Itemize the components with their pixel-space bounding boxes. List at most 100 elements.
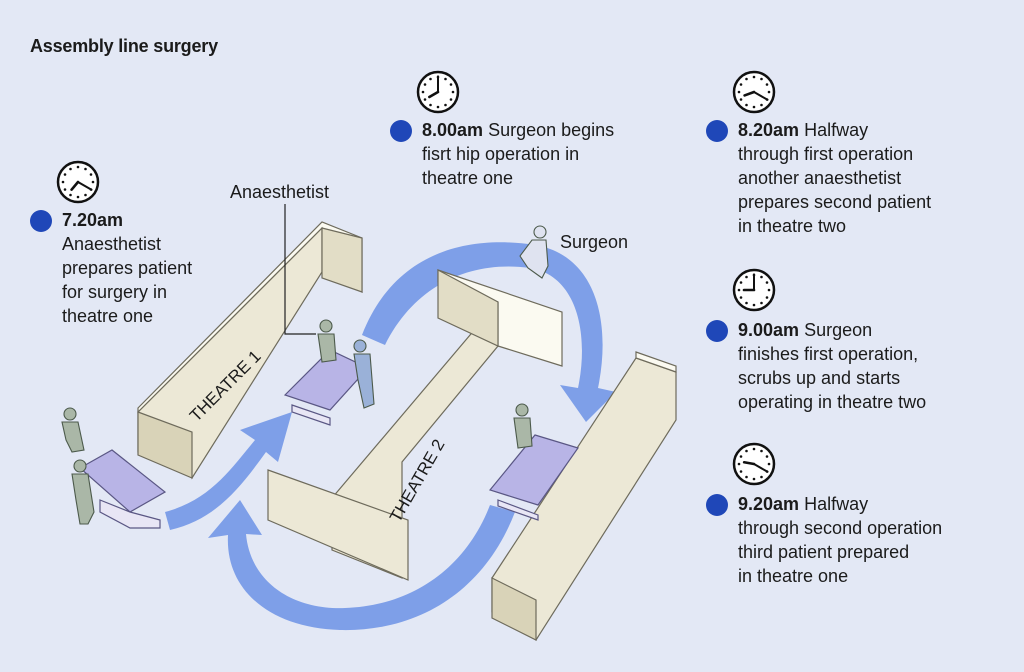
porter-1-body [61,421,85,453]
clock-tick [84,167,87,171]
event-time: 7.20am [62,210,124,230]
event-0800: 8.00am Surgeon begins fisrt hip operatio… [390,118,680,190]
clock-tick [760,275,763,279]
bed-theatre-2 [488,434,579,506]
trolley-left-base [99,499,161,529]
clock-tick [765,296,769,299]
clock-tick [89,173,93,176]
wall-theatre-1-side [137,411,193,479]
porter-2-body [71,473,95,525]
clock-tick [63,173,67,176]
clock-hour-hand [742,460,756,466]
beds [78,349,579,529]
clock-tick [745,275,748,279]
porter-2-head [73,459,87,473]
clock-tick [739,455,743,458]
clock-tick [745,77,748,81]
clock-tick [76,165,80,169]
walls [137,221,677,641]
event-line: another anaesthetist [738,168,902,188]
clock-tick [760,449,763,453]
event-0900: 9.00am Surgeon finishes first operation,… [706,318,1006,414]
clock-tick [760,103,763,107]
anaesthetist-1-body [317,333,337,363]
clock-tick [752,477,756,481]
event-marker-dot [390,120,412,142]
clock-tick [752,75,756,79]
arrow-return-loop [208,500,515,631]
event-line: theatre one [422,168,514,188]
clock-tick [765,281,769,284]
clock-tick [752,447,756,451]
clock-tick [444,103,447,107]
event-time: 9.20am [738,494,800,514]
clock-tick [760,301,763,305]
event-line: fisrt hip operation in [422,144,580,164]
event-line: finishes first operation, [738,344,919,364]
clock-icon [732,70,776,114]
clock-tick [444,77,447,81]
clock-icon [732,268,776,312]
clock-tick [423,98,427,101]
event-0720: 7.20am Anaesthetist prepares patient for… [30,208,250,328]
event-line: in theatre one [738,566,849,586]
clock-tick [760,77,763,81]
label-surgeon: Surgeon [560,232,629,252]
event-0820: 8.20am Halfway through first operation a… [706,118,1006,238]
event-line: Anaesthetist [62,234,162,254]
event-line: through second operation [738,518,943,538]
wall-theatre-2-end [491,577,537,641]
clock-hour-hand [70,180,80,191]
event-line: Halfway [804,120,869,140]
clock-minute-hand [753,463,769,473]
clock-tick [84,193,87,197]
event-marker-dot [706,320,728,342]
anaesthetist-2-body [513,417,533,449]
event-line: third patient prepared [738,542,910,562]
event-line: for surgery in [62,282,168,302]
clock-tick [739,83,743,86]
clock-tick [752,105,756,109]
clock-tick [451,90,455,94]
clock-tick [737,288,741,292]
trolley-left [78,449,167,513]
clock-tick [69,193,72,197]
event-marker-dot [706,120,728,142]
event-line: through first operation [738,144,914,164]
clocks [56,70,776,486]
clock-icon [732,442,776,486]
clock-tick [449,98,453,101]
event-line: prepares patient [62,258,193,278]
surgeon-body [519,239,549,279]
event-time: 8.20am [738,120,800,140]
arrow-into-theatre-1 [165,412,292,530]
flow-arrows [165,242,616,631]
clock-tick [745,475,748,479]
clock-tick [745,301,748,305]
clock-tick [767,288,771,292]
event-line: Halfway [804,494,869,514]
clock-hour-hand [428,90,440,99]
wall-theatre-1-end [321,227,363,293]
bed-theatre-1-base [291,404,331,426]
clock-tick [421,90,425,94]
label-anaesthetist: Anaesthetist [230,182,330,202]
anaesthetist-pointer [284,204,316,335]
clock-tick [737,462,741,466]
wall-divider-side [437,269,499,347]
wall-theatre-2-top [635,351,677,373]
event-time: 8.00am [422,120,484,140]
clock-tick [63,188,67,191]
clock-tick [739,281,743,284]
clock-minute-hand [753,91,769,101]
event-line: scrubs up and starts [738,368,901,388]
clock-tick [760,475,763,479]
anaesthetist-1-head [319,319,333,333]
clock-tick [765,83,769,86]
event-0920: 9.20am Halfway through second operation … [706,492,1006,588]
clock-hour-hand [743,90,756,97]
clock-icon [416,70,460,114]
surgeon-head [533,225,547,239]
